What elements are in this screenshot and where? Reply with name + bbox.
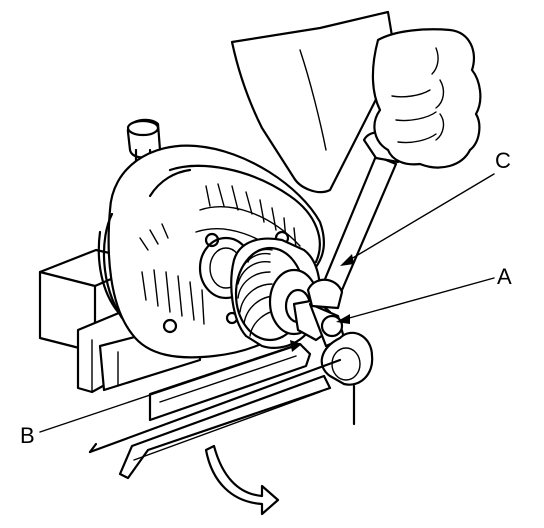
callout-label-b: B [20, 423, 35, 448]
hand [230, 10, 482, 194]
callout-label-a: A [497, 264, 512, 289]
leader-line-b [39, 345, 297, 433]
leader-lines [39, 173, 495, 433]
breaker-bar [118, 331, 374, 480]
socket-tool [292, 298, 346, 348]
callout-label-c: C [495, 148, 511, 173]
leader-line-a [341, 277, 495, 321]
leader-line-c [345, 173, 495, 263]
rotation-arrow [204, 444, 280, 516]
